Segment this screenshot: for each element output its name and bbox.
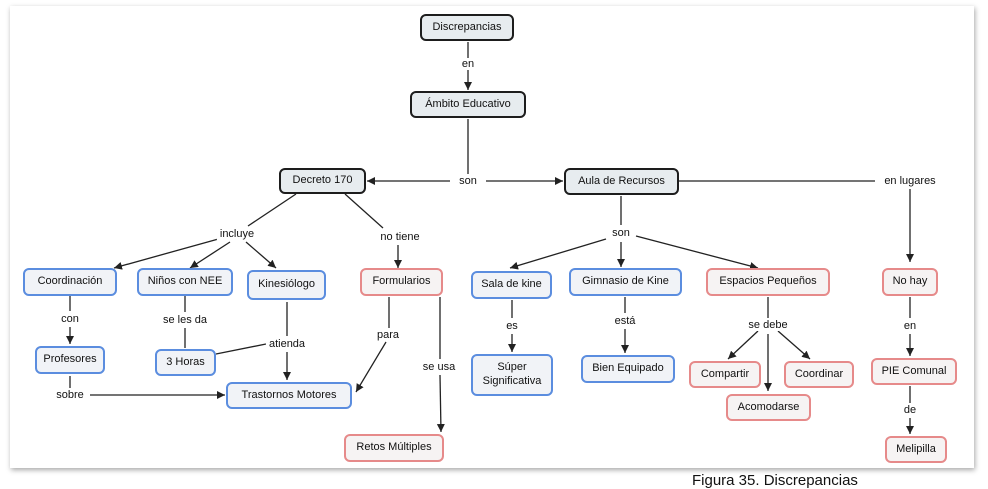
link-label-en-lugares: en lugares — [881, 175, 939, 187]
node-profesores: Profesores — [35, 346, 105, 374]
node-compartir: Compartir — [689, 361, 761, 388]
node-aula-de-recursos: Aula de Recursos — [564, 168, 679, 195]
link-label-se-les-da: se les da — [159, 314, 211, 326]
node-melipilla: Melipilla — [885, 436, 947, 463]
link-label-es: es — [503, 320, 521, 332]
concept-map: Discrepancias Ámbito Educativo Decreto 1… — [10, 6, 974, 468]
node-bien-equipado: Bien Equipado — [581, 355, 675, 383]
link-label-para: para — [373, 329, 403, 341]
node-pie-comunal: PIE Comunal — [871, 358, 957, 385]
node-espacios-pequenos: Espacios Pequeños — [706, 268, 830, 296]
node-kinesiologo: Kinesiólogo — [247, 270, 326, 300]
node-trastornos-motores: Trastornos Motores — [226, 382, 352, 409]
link-label-se-debe: se debe — [745, 319, 791, 331]
node-acomodarse: Acomodarse — [726, 394, 811, 421]
link-label-son: son — [456, 175, 480, 187]
link-label-sobre: sobre — [53, 389, 87, 401]
link-label-incluye: incluye — [216, 228, 258, 240]
link-label-no-tiene: no tiene — [377, 231, 423, 243]
link-label-son-aula: son — [609, 227, 633, 239]
node-sala-de-kine: Sala de kine — [471, 271, 552, 299]
link-label-en-pie: en — [900, 320, 920, 332]
node-coordinar: Coordinar — [784, 361, 854, 388]
node-gimnasio-de-kine: Gimnasio de Kine — [569, 268, 682, 296]
node-super-significativa: Súper Significativa — [471, 354, 553, 396]
node-no-hay: No hay — [882, 268, 938, 296]
link-label-se-usa: se usa — [419, 361, 459, 373]
node-formularios: Formularios — [360, 268, 443, 296]
link-label-atienda: atienda — [265, 338, 309, 350]
link-label-con: con — [58, 313, 82, 325]
node-ambito-educativo: Ámbito Educativo — [410, 91, 526, 118]
node-coordinacion: Coordinación — [23, 268, 117, 296]
node-ninos-con-nee: Niños con NEE — [137, 268, 233, 296]
node-retos-multiples: Retos Múltiples — [344, 434, 444, 462]
link-label-esta: está — [611, 315, 639, 327]
node-3-horas: 3 Horas — [155, 349, 216, 376]
node-discrepancias: Discrepancias — [420, 14, 514, 41]
link-label-de: de — [900, 404, 920, 416]
node-decreto-170: Decreto 170 — [279, 168, 366, 194]
connector-lines — [66, 42, 914, 434]
link-label-en: en — [458, 58, 478, 70]
